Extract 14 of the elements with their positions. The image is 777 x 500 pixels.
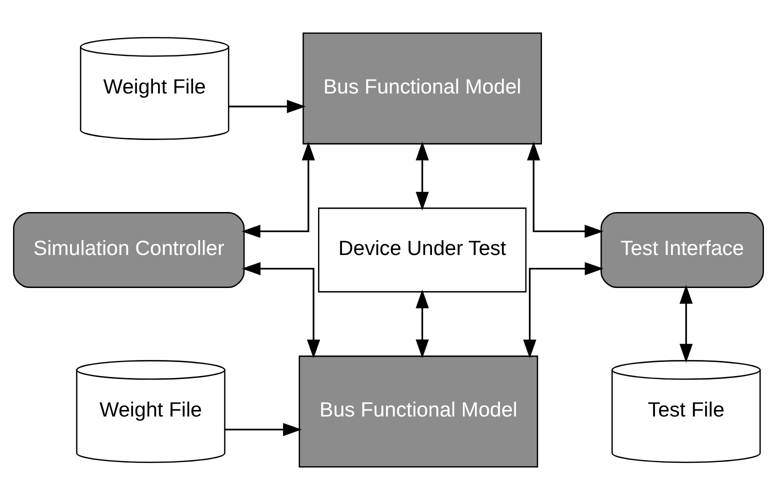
node-box: Bus Functional Model (298, 356, 538, 468)
node-box: Test Interface (600, 212, 764, 288)
arrow (242, 262, 320, 358)
arrow (224, 422, 302, 436)
arrow (242, 142, 315, 238)
arrow (523, 262, 604, 358)
node-box: Simulation Controller (13, 212, 245, 288)
arrow (416, 289, 429, 358)
arrow (527, 142, 604, 238)
arrow (416, 142, 429, 211)
node-box: Bus Functional Model (302, 32, 542, 144)
arrow (680, 284, 693, 363)
arrow (228, 100, 306, 114)
node-box: Device Under Test (318, 208, 527, 292)
